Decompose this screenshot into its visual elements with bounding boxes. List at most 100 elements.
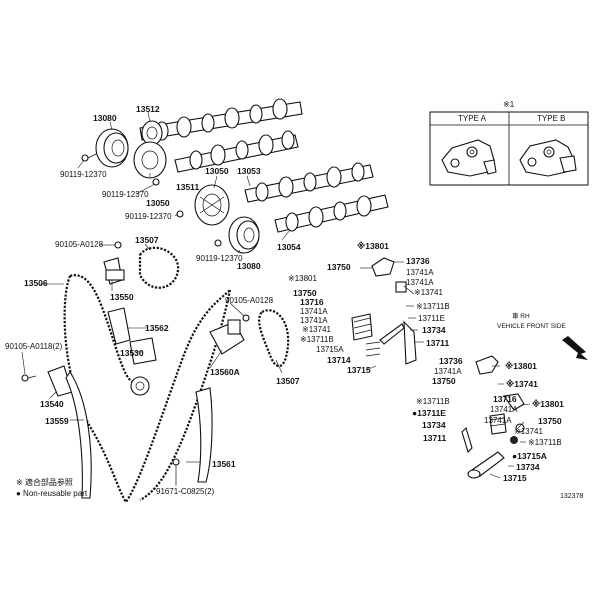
label-v13741-a: ※13741 <box>414 288 444 297</box>
cam-timing-gear-13080-upper <box>95 128 129 168</box>
legend-item-1: ※ 適合部品参照 <box>16 477 73 487</box>
valve-lower <box>461 426 505 479</box>
label-v13711: 13711 <box>423 433 446 443</box>
label-13561: 13561 <box>212 459 236 469</box>
part-labels: 13080 13512 90119-12370 90119-12370 1351… <box>5 104 564 496</box>
label-v13711e-b: ●13711E <box>412 408 446 418</box>
valve-upper <box>379 320 417 365</box>
vehicle-front-note: 車 RH VEHICLE FRONT SIDE <box>497 311 588 360</box>
label-13507-a: 13507 <box>135 235 159 245</box>
orientation-line1: 車 RH <box>512 311 530 320</box>
label-90119-12370-b: 90119-12370 <box>102 190 149 199</box>
label-90105-a0128-a: 90105-A0128 <box>55 240 104 249</box>
bolt-90105-a0118 <box>21 374 37 382</box>
label-13050-b: 13050 <box>146 198 170 208</box>
label-13559: 13559 <box>45 416 69 426</box>
legend: ※ 適合部品参照 ● Non-reusable part <box>16 477 88 498</box>
label-v13750-d: 13750 <box>538 416 562 426</box>
label-13050: 13050 <box>205 166 229 176</box>
timing-chain-13506 <box>63 274 232 504</box>
label-v13801-b: ※13801 <box>288 274 318 283</box>
tensioner-13560a <box>209 314 250 355</box>
label-v13715a-a: 13715A <box>316 345 344 354</box>
cam-timing-gear-13050-upper <box>194 184 230 226</box>
label-v13801-d: ※13801 <box>532 399 564 409</box>
label-13540: 13540 <box>40 399 64 409</box>
label-v13711b-c: ※13711B <box>416 397 450 406</box>
label-90119-12370-c: 90119-12370 <box>125 212 172 221</box>
bolt-90119-b <box>152 178 160 186</box>
label-91671-c0825: 91671-C0825(2) <box>156 487 215 496</box>
label-v13741a-a: 13741A <box>406 268 434 277</box>
label-13511: 13511 <box>176 182 199 192</box>
label-v13741-b: ※13741 <box>302 325 332 334</box>
chain-guide-13507-upper <box>138 246 180 289</box>
inset-mark: ※1 <box>503 100 515 109</box>
label-v13741a-g: 13741A <box>484 416 512 425</box>
label-13530: 13530 <box>120 348 144 358</box>
leader-lines <box>21 111 531 486</box>
intake-camshaft-lh <box>244 162 374 203</box>
label-v13734-b: 13734 <box>422 420 446 430</box>
label-90119-12370-d: 90119-12370 <box>196 254 243 263</box>
label-13053: 13053 <box>237 166 261 176</box>
front-arrow-icon <box>562 336 588 360</box>
valve-spring-upper <box>365 341 381 357</box>
label-13560a: 13560A <box>210 367 240 377</box>
cam-timing-gear-13080-lower <box>228 216 260 254</box>
rocker-arm-lower <box>475 355 525 411</box>
chain-damper-13530 <box>129 337 157 365</box>
chain-tensioner-13550 <box>103 257 125 285</box>
label-v13716-b: 13716 <box>493 394 517 404</box>
label-v13716-a: 13716 <box>300 297 324 307</box>
type-b-label: TYPE B <box>537 114 565 123</box>
exhaust-camshaft-lh <box>274 194 389 233</box>
label-v13711-a: 13711 <box>426 338 449 348</box>
label-v13711e-a: 13711E <box>418 314 445 323</box>
valve-keeper-lower <box>515 423 525 433</box>
type-inset: ※1 TYPE A TYPE B <box>429 100 589 186</box>
bolt-90119-d <box>214 239 222 247</box>
label-v13714: 13714 <box>327 355 351 365</box>
chain-slipper-13559 <box>65 370 92 499</box>
label-13550: 13550 <box>110 292 134 302</box>
valve-spring-retainer-upper <box>351 313 373 341</box>
label-v13711b-d: ※13711B <box>528 438 562 447</box>
label-13080-b: 13080 <box>237 261 261 271</box>
legend-item-2: ● Non-reusable part <box>16 489 88 498</box>
label-v13736-a: 13736 <box>406 256 430 266</box>
label-v13715a-b: ●13715A <box>512 451 547 461</box>
type-b-rocker-arm <box>519 139 577 177</box>
label-v13711b-b: ※13711B <box>300 335 334 344</box>
type-a-label: TYPE A <box>458 114 487 123</box>
label-v13741a-b: 13741A <box>406 278 434 287</box>
label-v13741a-d: 13741A <box>300 316 328 325</box>
label-v13750-a: 13750 <box>327 262 351 272</box>
exhaust-camshaft-rh <box>174 130 299 173</box>
crank-sprocket <box>130 376 150 396</box>
label-v13741-d: ※13741 <box>514 427 544 436</box>
chain-guide-13561 <box>172 387 213 484</box>
label-v13734-c: 13734 <box>516 462 540 472</box>
bolt-90119-a <box>81 153 97 162</box>
chain-13507-lower <box>258 309 290 367</box>
label-13512: 13512 <box>136 104 160 114</box>
label-90105-a0128-b: 90105-A0128 <box>225 296 274 305</box>
label-v13736-b: 13736 <box>439 356 463 366</box>
label-v13741-c: ※13741 <box>506 379 538 389</box>
label-13080-top: 13080 <box>93 113 117 123</box>
cam-sprocket-13511 <box>133 141 167 179</box>
chain-guide-13562 <box>107 307 131 345</box>
label-13506: 13506 <box>24 278 48 288</box>
diagram-code: 132378 <box>560 493 583 500</box>
label-13562: 13562 <box>145 323 169 333</box>
orientation-line2: VEHICLE FRONT SIDE <box>497 323 567 330</box>
valve-lash-adjuster-upper <box>395 281 407 293</box>
label-13507-b: 13507 <box>276 376 300 386</box>
type-a-rocker-arm <box>441 139 497 177</box>
label-v13734-a: 13734 <box>422 325 446 335</box>
rocker-arm-upper <box>371 257 395 277</box>
intake-camshaft-rh <box>139 98 303 141</box>
bolt-90119-c <box>176 210 184 218</box>
